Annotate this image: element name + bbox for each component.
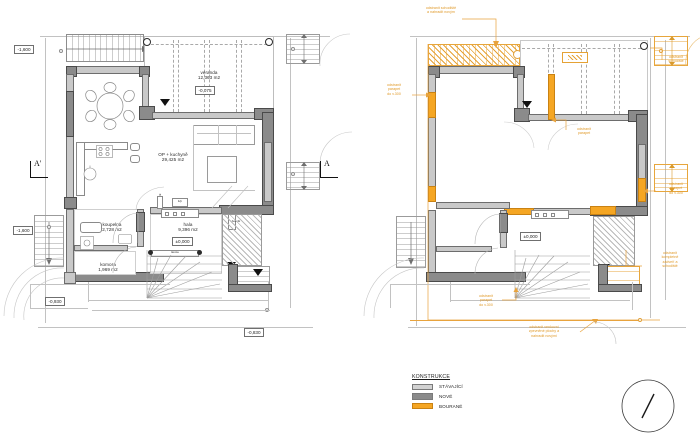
legend-row-new: NOVÉ [412,393,463,400]
botnik-box [157,196,163,209]
room-label-hala: hala 9,396 m2 [178,222,198,233]
legend-swatch-existing [412,383,433,390]
sofa [193,125,255,145]
room-label-komora: komora 1,969 m2 [98,262,118,273]
porch-hatch [222,214,262,266]
elevation-hala: ±0,000 [172,237,194,246]
wall-hall-top-r [436,202,510,209]
elevation-tag-1: -1,600 [14,45,35,54]
curve-top-right-r [685,37,700,67]
terrace-curve-left [3,257,65,321]
section-label-a: A [324,159,330,168]
wall-entry-bottom-r [598,284,642,292]
label-lavice: lavice [171,249,179,254]
elevation-veranda: -0,075 [195,86,216,95]
elevation-right-plan: ±0,000 [520,232,542,241]
terrace-curve-left-right-plan [363,257,425,319]
section-mark-a-prime: A' [24,160,52,182]
cooktop-icon [96,145,113,158]
demolished-parapet-bottom-2 [590,206,616,215]
note-parapet-mid: odstranit parapet [577,127,591,136]
wall-corner-sw [64,197,77,209]
demolished-stair-right-lower [654,164,688,192]
demolished-parapet-left-2 [428,186,436,202]
note-paving: odstranit venkovní zpevněné plochy a nah… [528,325,560,338]
note-parapet-bottom: odstranit parapet do v.300 [479,294,493,307]
elevation-tag-4: -0,830 [244,328,265,337]
stair-top-run [66,34,144,62]
wall-bath-right-new-r [499,213,508,233]
section-mark-a: A [314,160,342,182]
wall-right-lower [264,142,272,202]
door-swing-komora [112,246,137,274]
door-swing-hall [135,186,165,211]
direction-marker [160,99,170,106]
wall-bath-right-new [136,212,145,232]
legend: KONSTRUKCE STÁVAJÍCÍ NOVÉ BOURANÉ [412,374,463,410]
label-skrin: š/p [177,199,183,203]
column-node [265,38,273,46]
wall-bath-bottom [74,245,128,251]
door-swing-right-d [547,123,579,151]
stair-right-lower [286,162,320,190]
legend-label-existing: STÁVAJÍCÍ [439,384,463,390]
legend-swatch-demolished [412,403,433,410]
elevation-tag-3: -0,930 [45,297,66,306]
komora-area [74,251,136,275]
wall-bottom-left-ext [64,272,76,284]
wc-icon [80,236,94,250]
kitchen-stool-b [130,155,140,163]
washbasin-icon [118,234,132,244]
door-swing-bath [112,212,139,244]
left-floor-plan: veranda 12,363 m2 -0,075 [3,33,353,337]
door-swing-right-a [474,213,501,245]
interior-stair [146,250,222,299]
note-parapet-right: odstranit parapet do v.300 [669,182,683,195]
note-parapet-left: odstranit parapet do v.300 [387,83,401,96]
room-label-veranda: veranda 12,363 m2 [197,70,221,81]
direction-marker-right-top [522,101,532,108]
legend-swatch-new [412,393,433,400]
north-arrow [620,378,676,434]
wall-bottom-left-r [426,272,526,282]
legend-label-demolished: BOURANÉ [439,403,463,409]
note-stairs-replace: odstranit schodiště a nahradit novým [425,6,457,15]
note-entry-stairs: odstranit kompletně zádveří a schodiště [661,251,679,269]
curve-top-right [319,33,351,67]
wall-entry-bottom [228,284,272,292]
cabinet-row [161,209,199,218]
bathtub [80,222,102,233]
kitchen-counter-vert [76,142,85,196]
coffee-table [207,156,237,183]
right-floor-plan: ±0,000 [350,0,700,441]
legend-row-demolished: BOURANÉ [412,403,463,410]
note-stairs-right: odstranit schodiště [668,55,684,64]
entry-direction-marker [253,269,263,276]
door-swing-right-c [503,121,535,149]
wall-left-new-seg [66,91,74,137]
demolished-wall-vertical [548,74,555,120]
column-node [143,38,151,46]
door-swing-right-b [474,247,499,275]
curve-right [319,131,353,165]
room-label-koupelna: koupelna 2,728 m2 [102,222,122,233]
porch-hatch-right [593,216,635,266]
legend-title: KONSTRUKCE [412,374,451,380]
wall-veranda-south [152,112,257,119]
legend-row-existing: STÁVAJÍCÍ [412,383,463,390]
interior-stair-right [514,250,590,299]
cabinet-row-right [531,210,569,219]
kitchen-sink-icon [83,165,97,181]
wall-top [66,66,150,74]
kitchen-stool-a [130,143,140,151]
legend-label-new: NOVÉ [439,393,453,399]
wardrobe-box [172,198,188,207]
elevation-tag-2: -1,600 [13,226,34,235]
demolished-parapet-left [428,92,436,118]
room-label-op-kuchyne: OP + kuchyně 29,425 m2 [158,152,188,163]
section-label-a-prime: A' [34,159,42,168]
dining-table [85,82,135,130]
